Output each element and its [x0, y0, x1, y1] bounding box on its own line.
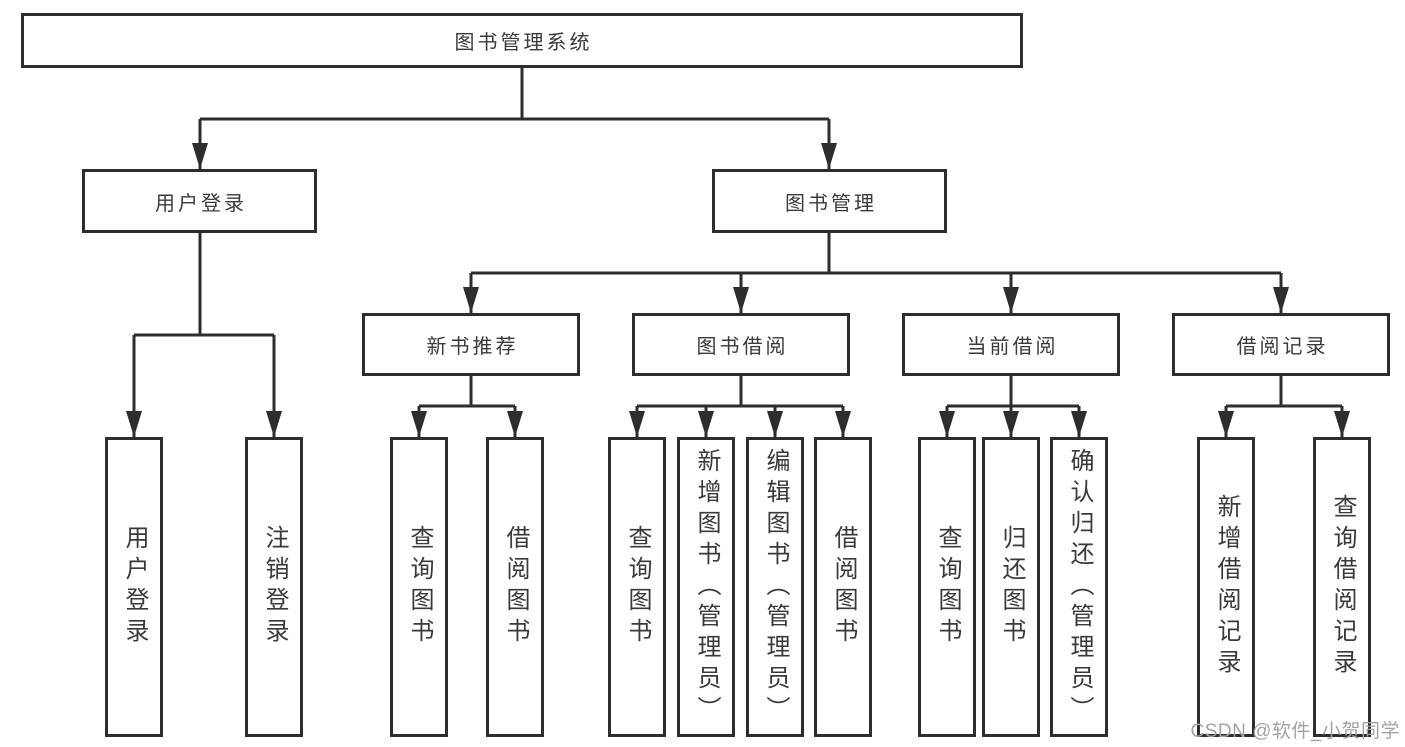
leaf-confirm-return-admin: 确认归还（管理员）: [1050, 437, 1108, 737]
node-book-management: 图书管理: [712, 169, 947, 233]
node-new-book-recommendation: 新书推荐: [362, 313, 580, 376]
leaf-label: 用户登录: [121, 525, 148, 649]
leaf-label: 查询图书: [934, 525, 961, 649]
leaf-label: 编辑图书（管理员）: [762, 447, 789, 727]
leaf-label: 借阅图书: [830, 525, 857, 649]
leaf-label: 确认归还（管理员）: [1066, 447, 1093, 727]
leaf-borrow-books: 借阅图书: [814, 437, 872, 737]
leaf-label: 新增借阅记录: [1213, 494, 1240, 680]
node-label: 图书管理系统: [454, 32, 593, 54]
leaf-query-books-recommend: 查询图书: [390, 437, 448, 737]
leaf-add-book-admin: 新增图书（管理员）: [677, 437, 735, 737]
leaf-add-borrow-record: 新增借阅记录: [1197, 437, 1255, 737]
node-user-login: 用户登录: [82, 169, 317, 233]
leaf-user-login: 用户登录: [105, 437, 163, 737]
leaf-label: 查询借阅记录: [1329, 494, 1356, 680]
csdn-watermark: CSDN @软件_小贺同学: [1190, 721, 1400, 742]
leaf-label: 归还图书: [998, 525, 1025, 649]
node-label: 借阅记录: [1236, 336, 1329, 358]
leaf-borrow-books-recommend: 借阅图书: [486, 437, 544, 737]
leaf-label: 查询图书: [406, 525, 433, 649]
node-label: 新书推荐: [426, 336, 519, 358]
node-current-borrowing: 当前借阅: [902, 313, 1120, 376]
leaf-label: 查询图书: [624, 525, 651, 649]
leaf-label: 借阅图书: [502, 525, 529, 649]
leaf-label: 新增图书（管理员）: [693, 447, 720, 727]
node-borrowing-records: 借阅记录: [1172, 313, 1390, 376]
node-library-management-system: 图书管理系统: [21, 13, 1023, 68]
node-label: 图书借阅: [696, 336, 789, 358]
node-label: 用户登录: [155, 192, 247, 215]
leaf-edit-book-admin: 编辑图书（管理员）: [746, 437, 804, 737]
leaf-logout: 注销登录: [245, 437, 303, 737]
node-label: 图书管理: [785, 192, 877, 215]
leaf-query-borrow-record: 查询借阅记录: [1313, 437, 1371, 737]
node-book-borrowing: 图书借阅: [632, 313, 850, 376]
leaf-query-books-current: 查询图书: [918, 437, 976, 737]
node-label: 当前借阅: [966, 336, 1059, 358]
leaf-label: 注销登录: [261, 525, 288, 649]
leaf-return-book: 归还图书: [982, 437, 1040, 737]
leaf-query-books-borrow: 查询图书: [608, 437, 666, 737]
